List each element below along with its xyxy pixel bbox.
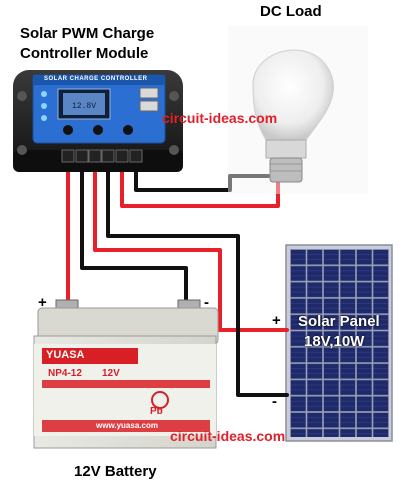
charge-controller: 12.8V <box>13 70 183 172</box>
panel-minus-sign: - <box>272 393 277 410</box>
battery-minus-sign: - <box>204 294 209 311</box>
wire-battery-negative <box>80 156 188 308</box>
watermark-top: circuit-ideas.com <box>162 110 278 126</box>
battery-plus-sign: + <box>38 294 47 311</box>
battery-voltage: 12V <box>102 368 120 379</box>
controller-title-line2: Controller Module <box>20 45 149 62</box>
battery-website: www.yuasa.com <box>96 421 158 430</box>
led-bulb-icon <box>228 26 368 194</box>
battery <box>33 299 219 449</box>
dc-load-label: DC Load <box>260 3 322 20</box>
solar-panel <box>285 244 393 442</box>
usb-port-icon <box>139 87 159 112</box>
battery-model: NP4-12 <box>48 368 82 379</box>
wires <box>66 156 289 397</box>
battery-label: 12V Battery <box>74 463 157 480</box>
solar-panel-label-line1: Solar Panel <box>298 313 380 330</box>
solar-panel-label-line2: 18V,10W <box>304 333 365 350</box>
battery-pb: Pb <box>150 406 163 417</box>
wire-panel-negative <box>106 156 289 397</box>
wire-load-positive <box>120 156 280 208</box>
battery-brand: YUASA <box>46 349 85 361</box>
wire-panel-positive <box>93 156 289 332</box>
terminal-block <box>61 149 143 163</box>
controller-faceplate-text: SOLAR CHARGE CONTROLLER <box>44 76 148 82</box>
controller-title-line1: Solar PWM Charge <box>20 25 155 42</box>
watermark-bottom: circuit-ideas.com <box>170 428 286 444</box>
wire-load-negative <box>134 156 270 192</box>
lcd-screen-icon: 12.8V <box>57 88 111 120</box>
recycle-icon <box>151 391 169 409</box>
panel-plus-sign: + <box>272 312 281 329</box>
svg-text:12.8V: 12.8V <box>72 102 96 111</box>
